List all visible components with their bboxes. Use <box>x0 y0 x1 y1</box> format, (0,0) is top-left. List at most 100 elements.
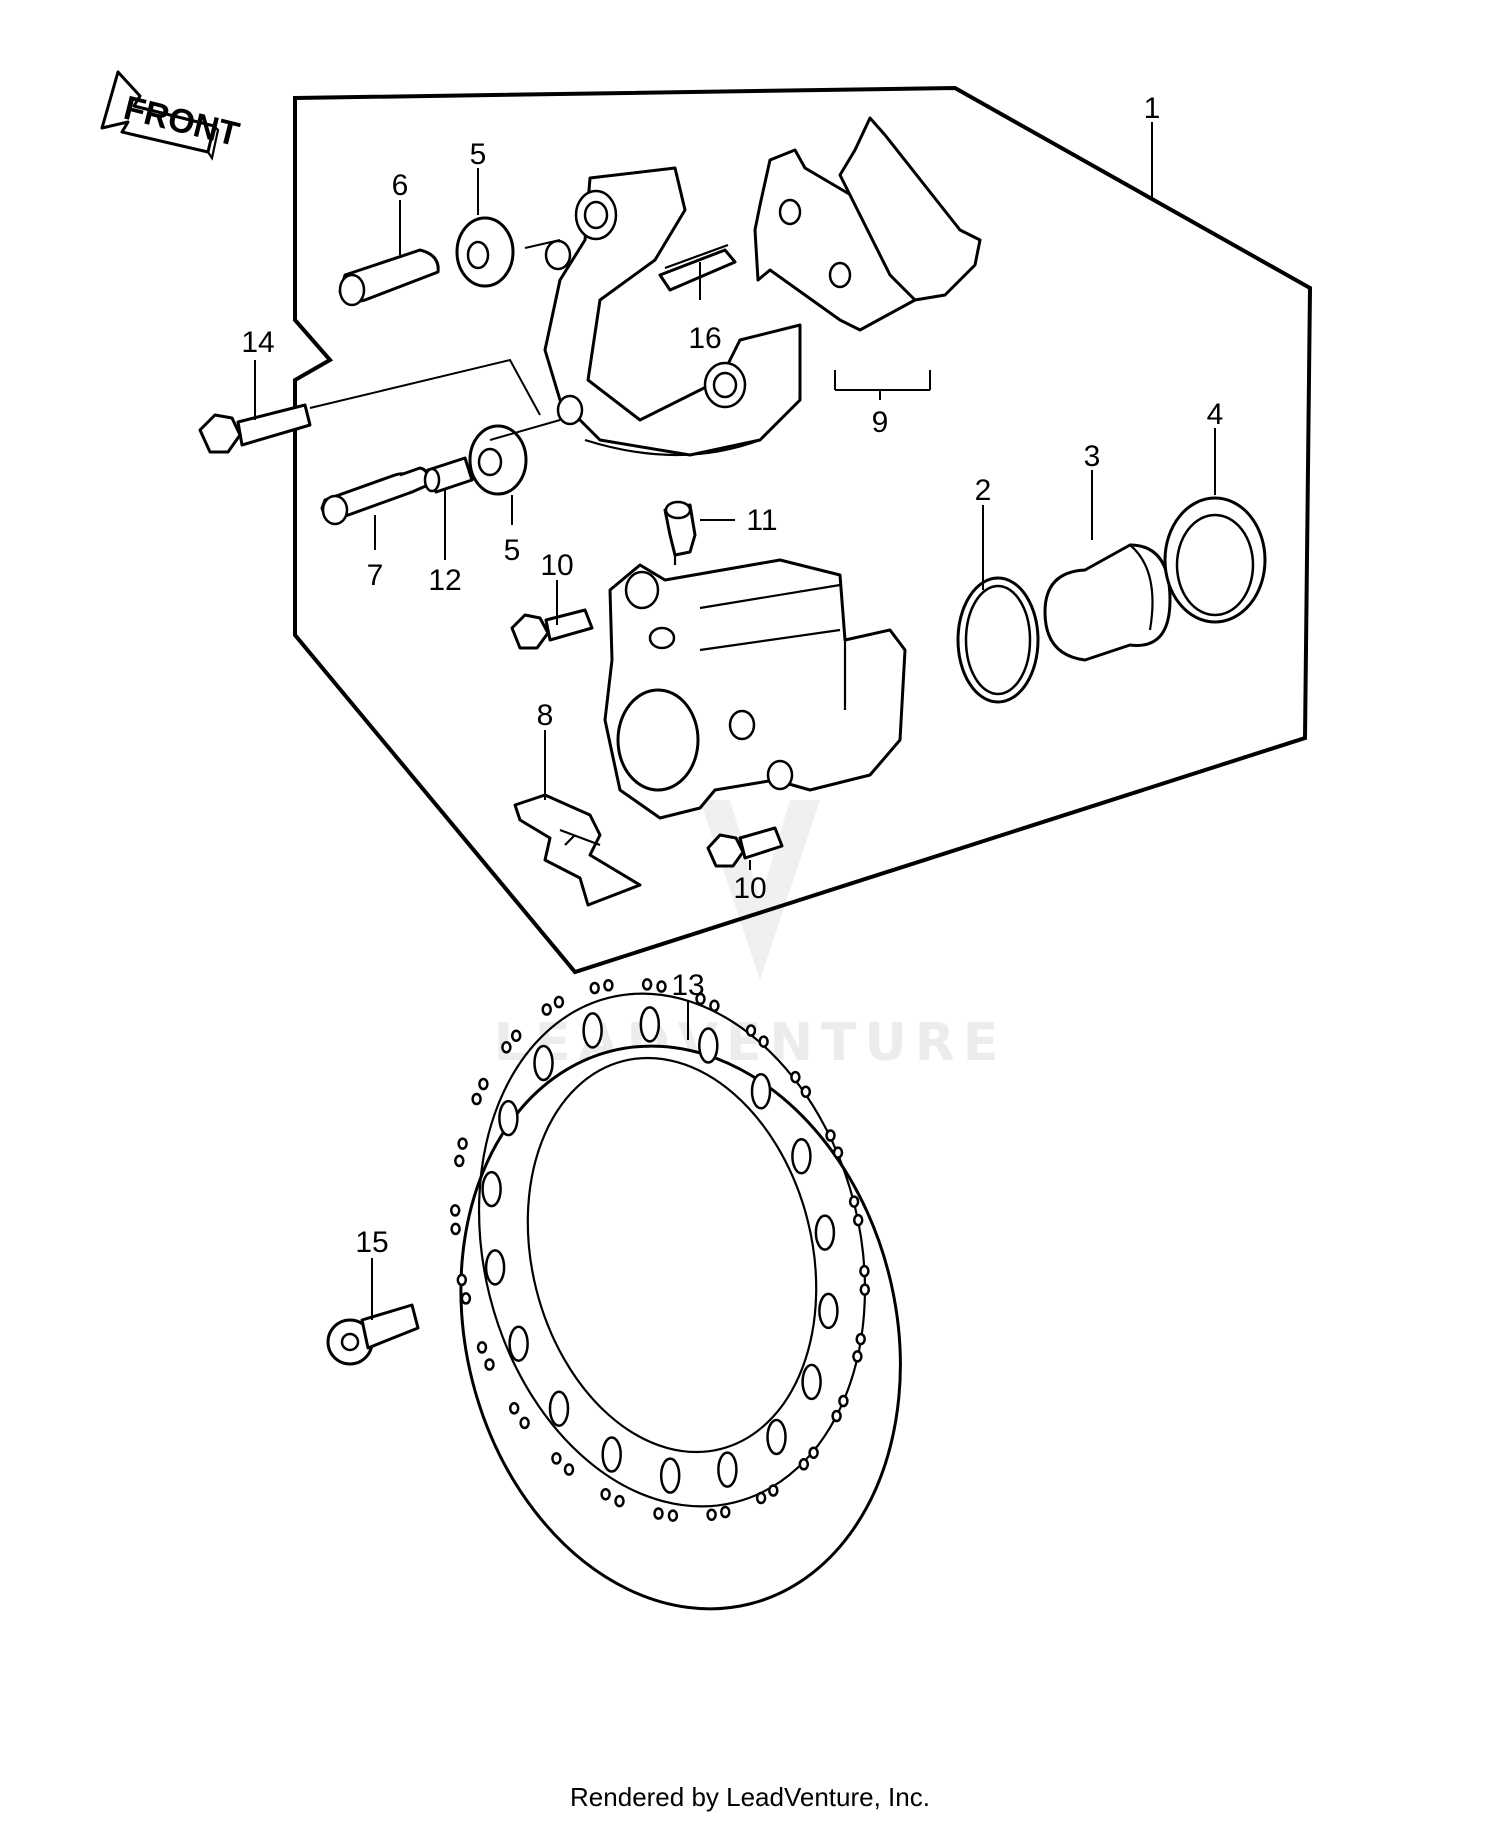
brake-disc <box>449 978 902 1611</box>
disc-hole <box>832 1146 844 1159</box>
disc-hole <box>449 1204 461 1217</box>
disc-hole <box>859 1264 870 1278</box>
disc-hole <box>548 1390 570 1427</box>
callout-14: 14 <box>241 326 274 359</box>
disc-hole <box>808 1446 819 1459</box>
disc-hole <box>582 1012 603 1049</box>
disc-hole <box>589 981 600 995</box>
disc-hole <box>508 1402 520 1415</box>
callout-4: 4 <box>1207 398 1224 431</box>
disc-hole <box>454 1154 465 1168</box>
disc-hole <box>484 1358 495 1371</box>
disc-hole <box>800 1085 812 1098</box>
disc-hole <box>848 1195 860 1208</box>
bleeder-valve <box>663 500 697 565</box>
disc-hole <box>471 1092 482 1106</box>
disc-hole <box>720 1505 731 1519</box>
footer-credit: Rendered by LeadVenture, Inc. <box>570 1782 930 1812</box>
callout-6: 6 <box>392 169 409 202</box>
disc-hole <box>768 1484 779 1497</box>
disc-hole <box>838 1394 849 1408</box>
disc-hole <box>814 1214 836 1251</box>
disc-hole <box>855 1332 866 1346</box>
disc-hole <box>766 1418 787 1456</box>
disc-hole <box>614 1494 625 1508</box>
disc-hole <box>510 1029 522 1042</box>
disc-hole <box>818 1292 839 1330</box>
disc-hole <box>600 1487 611 1501</box>
callout-5-lower: 5 <box>504 534 521 567</box>
callout-16: 16 <box>688 322 721 355</box>
callout-3: 3 <box>1084 440 1101 473</box>
callout-13: 13 <box>671 969 704 1002</box>
slide-pin <box>320 466 430 526</box>
callout-1: 1 <box>1144 92 1161 125</box>
disc-mounting-bolt <box>326 1303 420 1366</box>
callout-12: 12 <box>428 564 461 597</box>
disc-hole <box>831 1409 842 1423</box>
disc-hole <box>656 980 667 993</box>
disc-hole <box>601 1436 622 1473</box>
disc-hole <box>852 1213 864 1227</box>
disc-hole <box>659 1457 681 1494</box>
caliper-bracket <box>543 166 802 457</box>
caliper-bolt-lower <box>706 826 784 868</box>
brake-pads <box>753 116 982 332</box>
boot-upper <box>455 216 515 288</box>
anti-rattle-spring <box>513 793 642 907</box>
disc-hole <box>852 1350 863 1363</box>
disc-hole <box>750 1073 772 1110</box>
disc-hole <box>825 1129 836 1142</box>
disc-hole <box>859 1283 871 1296</box>
disc-hole <box>553 995 565 1009</box>
disc-hole <box>709 999 720 1013</box>
disc-hole <box>563 1463 575 1476</box>
front-arrow-icon: FRONT <box>100 70 243 161</box>
disc-hole <box>745 1024 757 1037</box>
disc-hole <box>456 1273 468 1287</box>
disc-hole <box>508 1325 529 1362</box>
disc-holes <box>449 978 871 1522</box>
disc-hole <box>460 1292 472 1305</box>
disc-hole <box>698 1027 719 1064</box>
disc-hole <box>603 979 614 992</box>
disc-hole <box>498 1099 519 1137</box>
boot-lower <box>468 424 528 496</box>
callout-15: 15 <box>355 1226 388 1259</box>
slide-pin-sleeve <box>338 248 440 307</box>
disc-hole <box>476 1341 488 1354</box>
piston <box>1043 543 1172 662</box>
callout-8: 8 <box>537 699 554 732</box>
callout-11: 11 <box>746 504 777 537</box>
disc-hole <box>758 1035 769 1048</box>
disc-hole <box>484 1249 506 1286</box>
disc-hole <box>798 1458 810 1471</box>
disc-hole <box>791 1138 812 1175</box>
slide-bushing <box>423 456 474 494</box>
disc-hole <box>457 1137 468 1150</box>
caliper-bolt-upper <box>510 608 594 650</box>
pad-spring <box>658 243 737 292</box>
callout-2: 2 <box>975 474 992 507</box>
disc-hole <box>519 1416 530 1430</box>
disc-hole <box>790 1070 801 1084</box>
disc-hole <box>450 1222 461 1236</box>
disc-hole <box>639 1006 661 1043</box>
disc-hole <box>501 1041 512 1054</box>
watermark-text: LEADVENTURE <box>494 1013 1007 1073</box>
disc-hole <box>653 1507 664 1520</box>
disc-hole <box>478 1077 489 1091</box>
disc-hole <box>551 1452 562 1465</box>
callout-9: 9 <box>872 406 889 439</box>
dust-seal <box>1163 496 1267 624</box>
caliper-assembly-outline <box>293 85 1313 975</box>
disc-hole <box>755 1491 767 1505</box>
callout-7: 7 <box>367 559 384 592</box>
disc-hole <box>695 992 706 1006</box>
leader-lines <box>254 122 1216 1320</box>
callout-5-upper: 5 <box>470 138 487 171</box>
callout-10-lower: 10 <box>733 872 766 905</box>
caliper-body <box>603 558 907 820</box>
disc-hole <box>641 978 653 991</box>
